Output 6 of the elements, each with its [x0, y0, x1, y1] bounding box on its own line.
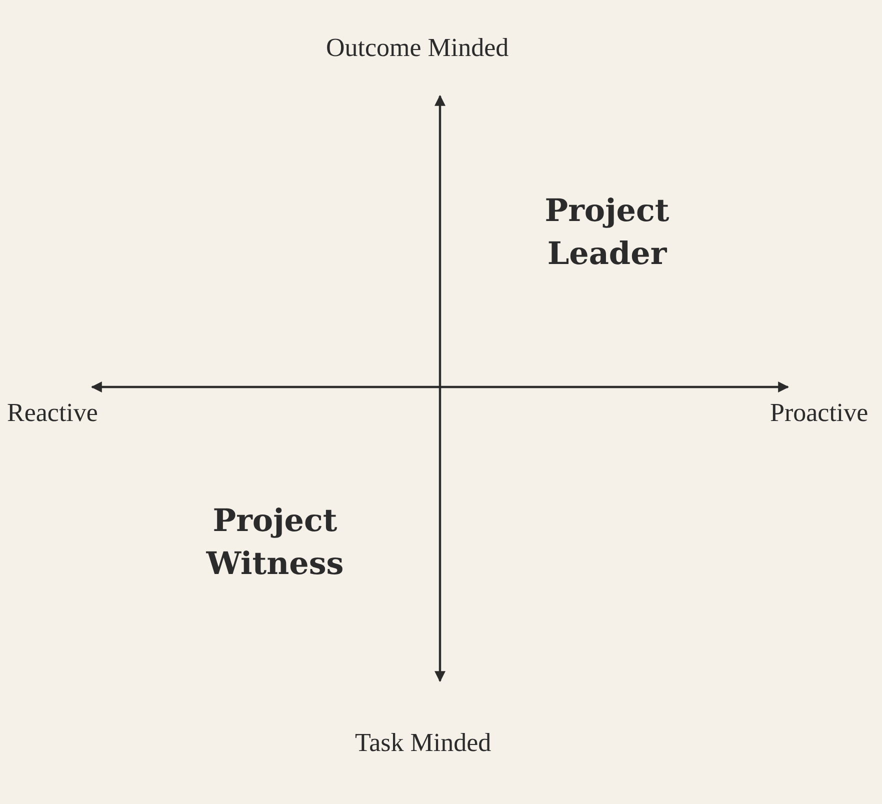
quadrant-label: Project Witness — [205, 502, 345, 584]
axis-label: Reactive — [7, 397, 98, 428]
axis-label: Task Minded — [355, 727, 492, 758]
axis-label: Proactive — [770, 397, 868, 428]
quadrant-label: Project Leader — [544, 192, 670, 274]
axis-label: Outcome Minded — [326, 32, 509, 64]
